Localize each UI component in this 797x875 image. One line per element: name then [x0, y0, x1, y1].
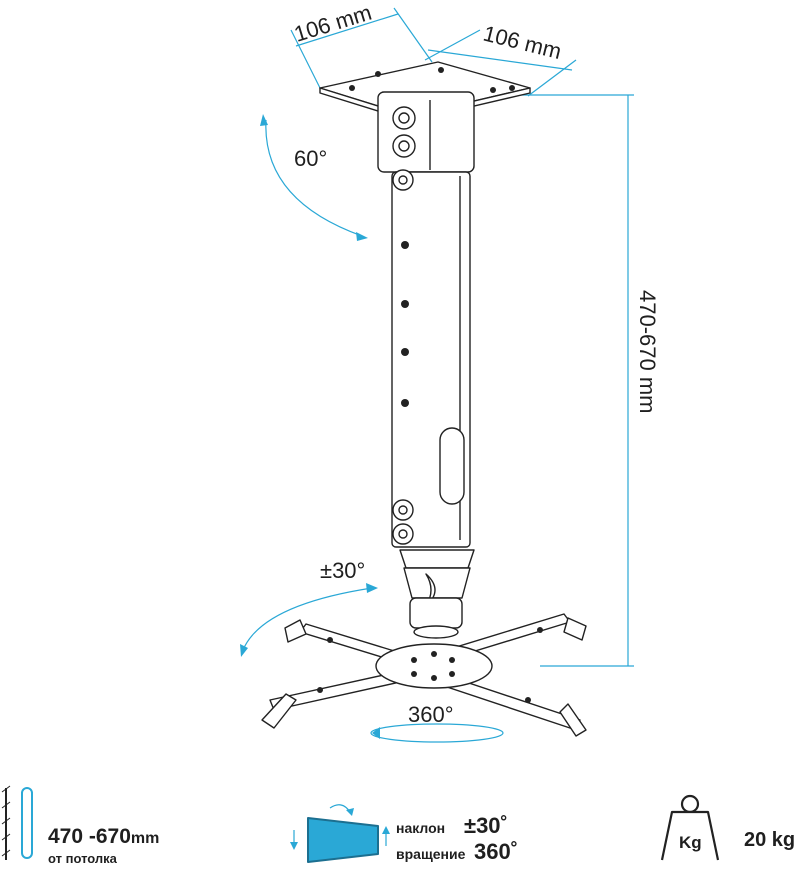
- tilt-bottom-label: ±30°: [320, 558, 365, 583]
- height-legend-value: 470 -670: [48, 825, 131, 848]
- tilt-legend-value: ±30˚: [464, 813, 508, 838]
- ceiling-hinge-bracket: [377, 91, 475, 173]
- plate-width-label: 106 mm: [291, 0, 374, 47]
- rotation-label: 360°: [408, 702, 454, 727]
- svg-text:470 -670mm: 470 -670mm: [48, 825, 159, 848]
- height-legend-caption: от потолка: [48, 851, 118, 866]
- plate-depth-label: 106 mm: [481, 21, 564, 64]
- height-legend: 470 -670mm от потолка: [1, 785, 159, 866]
- tilt-joint: [399, 549, 475, 639]
- tilt-rotation-legend: наклон ±30˚ вращение 360˚: [290, 804, 518, 864]
- load-legend-value: 20 kg: [744, 829, 795, 851]
- height-bar-icon: [21, 787, 33, 859]
- weight-icon-label: Kg: [679, 833, 702, 852]
- height-legend-unit: mm: [131, 830, 159, 847]
- rotation-legend-value: 360˚: [474, 839, 518, 864]
- rotation-arrow: 360°: [370, 702, 504, 743]
- extension-tube: [391, 169, 471, 548]
- rotation-legend-label: вращение: [396, 846, 466, 862]
- tilt-bottom-arrow: ±30°: [240, 558, 378, 657]
- screen-tilt-icon: [307, 817, 379, 863]
- tilt-top-arrow: 60°: [260, 114, 368, 241]
- height-range-label: 470-670 mm: [635, 290, 660, 414]
- weight-icon: Kg: [660, 794, 720, 861]
- tilt-legend-label: наклон: [396, 820, 445, 836]
- height-dimension: 470-670 mm: [500, 94, 660, 667]
- tilt-top-label: 60°: [294, 146, 327, 171]
- load-legend: Kg 20 kg: [660, 794, 795, 861]
- mount-disc: [375, 643, 493, 689]
